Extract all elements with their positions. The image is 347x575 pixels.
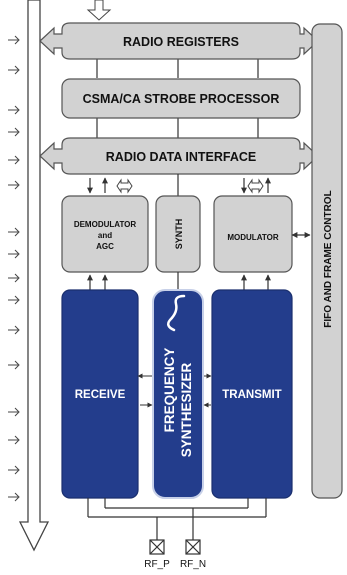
rf-routing [87,498,267,540]
agc-label: AGC [96,242,114,251]
rf-n-pin [185,539,201,555]
rf-n-label: RF_N [180,559,206,570]
receive-block [61,289,139,499]
csma-ca-label: CSMA/CA STROBE PROCESSOR [83,92,280,106]
demodulator-and-label: and [98,231,112,240]
demodulator-label: DEMODULATOR [74,220,137,229]
synthesizer-label: SYNTHESIZER [179,362,194,457]
synth-label: SYNTH [174,219,184,250]
radio-registers-label: RADIO REGISTERS [123,35,239,49]
rf-p-pin [149,539,165,555]
transmit-block [211,289,293,499]
small-bus-arrows [116,178,264,194]
demodulator-block [61,195,149,273]
fifo-frame-control-block [311,23,343,499]
frequency-label: FREQUENCY [162,348,177,433]
left-bus-arrow [18,0,50,552]
csma-ca-block [61,78,301,119]
sine-wave-icon [166,294,186,332]
top-input-arrow [86,0,112,21]
frequency-synthesizer-block [152,289,204,499]
fifo-frame-control-label: FIFO AND FRAME CONTROL [323,190,334,327]
blue-links [137,373,212,408]
top-connectors [96,58,259,140]
modulator-label: MODULATOR [227,233,278,242]
receive-label: RECEIVE [75,389,126,401]
rf-p-label: RF_P [144,559,170,570]
radio-data-interface-label: RADIO DATA INTERFACE [106,150,256,164]
left-input-arrows [8,35,20,502]
transmit-label: TRANSMIT [222,389,281,401]
rdi-connectors [87,174,271,197]
mid-connectors [87,272,271,290]
